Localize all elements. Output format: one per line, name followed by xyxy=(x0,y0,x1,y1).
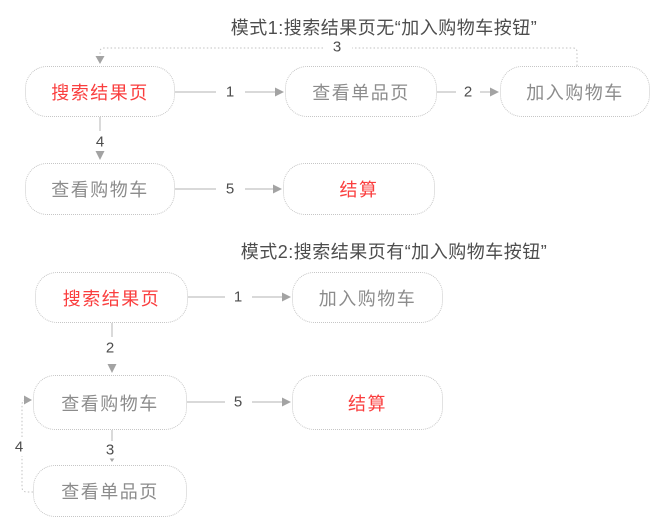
m1-edge1-arrowhead xyxy=(275,87,284,97)
m2-node-checkout: 结算 xyxy=(292,375,443,430)
m1-node-view-cart: 查看购物车 xyxy=(25,163,175,215)
m1-edge5-label: 5 xyxy=(223,180,237,198)
m1-edge2-label: 2 xyxy=(461,83,475,101)
m1-edge5-arrowhead xyxy=(273,184,282,194)
m1-edge2-arrowhead xyxy=(490,87,499,97)
m1-edge4-label: 4 xyxy=(93,133,107,151)
m2-edge4-line-a xyxy=(21,456,33,493)
m1-edge3-arrowhead xyxy=(95,56,105,64)
m2-edge3-label: 3 xyxy=(103,441,117,459)
m1-node-search-results: 搜索结果页 xyxy=(25,66,175,117)
m2-edge5-label: 5 xyxy=(231,393,245,411)
mode1-title: 模式1:搜索结果页无“加入购物车按钮” xyxy=(230,18,538,38)
m2-node-search-results: 搜索结果页 xyxy=(35,272,188,323)
m2-edge1-arrowhead xyxy=(282,292,291,302)
m2-node-add-to-cart: 加入购物车 xyxy=(292,272,443,323)
mode2-title: 模式2:搜索结果页有“加入购物车按钮” xyxy=(240,242,548,262)
m2-edge2-label: 2 xyxy=(103,339,117,357)
m1-node-view-item-page: 查看单品页 xyxy=(285,66,437,117)
m2-edge4-arrowhead xyxy=(24,395,32,405)
m2-node-view-cart: 查看购物车 xyxy=(33,375,187,430)
m2-node-view-item-page: 查看单品页 xyxy=(33,465,187,517)
m1-node-add-to-cart: 加入购物车 xyxy=(500,66,650,117)
m2-edge5-arrowhead xyxy=(282,397,291,407)
m2-edge4-label: 4 xyxy=(12,438,26,456)
m1-edge1-label: 1 xyxy=(223,83,237,101)
m1-node-checkout: 结算 xyxy=(283,163,435,215)
m1-edge4-arrowhead xyxy=(95,151,105,160)
m2-edge1-label: 1 xyxy=(231,288,245,306)
m1-edge3-label: 3 xyxy=(330,38,344,56)
m2-edge4-line-b xyxy=(21,399,27,437)
m1-edge3-line-a xyxy=(352,47,578,66)
m2-edge2-arrowhead xyxy=(107,364,117,373)
m1-edge3-line-b xyxy=(99,47,323,56)
